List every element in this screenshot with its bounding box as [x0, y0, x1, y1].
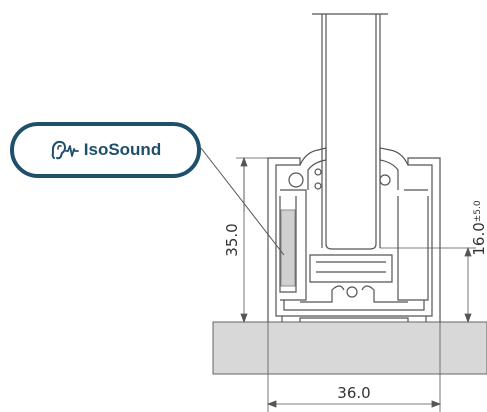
dimension-height-main — [236, 156, 268, 324]
badge-label: IsoSound — [83, 140, 162, 159]
dimension-label-height-main: 35.0 — [223, 223, 241, 256]
dimension-label-height-glass: 16.0±5.0 — [470, 200, 487, 256]
aluminium-profile — [267, 147, 441, 322]
dimension-tolerance: ±5.0 — [473, 200, 483, 222]
dimension-width — [266, 322, 442, 412]
floor-substrate — [212, 321, 487, 375]
leader-line — [200, 147, 285, 256]
dimension-label-width: 36.0 — [337, 384, 370, 402]
acoustic-gasket — [280, 209, 296, 287]
dimension-height-glass — [380, 246, 476, 324]
ear-sound-wave-icon — [50, 138, 80, 162]
isosound-badge: IsoSound — [10, 122, 201, 178]
glass-panel — [312, 13, 388, 250]
